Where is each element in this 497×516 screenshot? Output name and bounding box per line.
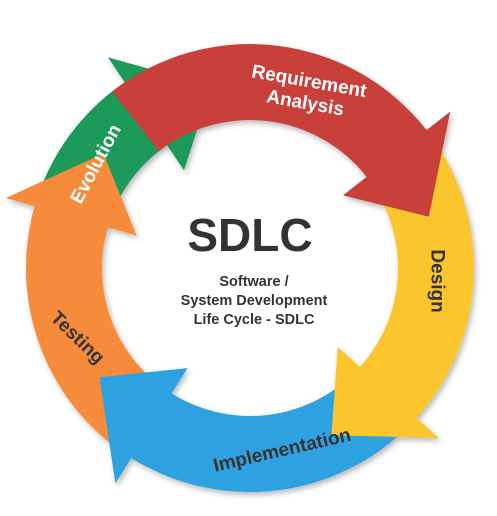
- center-subtitle-line-2: System Development: [181, 293, 328, 309]
- stage-label-2-line-1: Design: [427, 249, 448, 312]
- center-title: SDLC: [187, 209, 312, 261]
- center-subtitle-line-3: Life Cycle - SDLC: [194, 312, 315, 328]
- stage-label-2: Design: [427, 249, 448, 312]
- cycle-arrow-segment-1: [112, 44, 451, 217]
- cycle-arrow-segment-2: [331, 118, 475, 438]
- center-subtitle-line-1: Software /: [219, 274, 288, 290]
- cycle-segments: [5, 44, 475, 493]
